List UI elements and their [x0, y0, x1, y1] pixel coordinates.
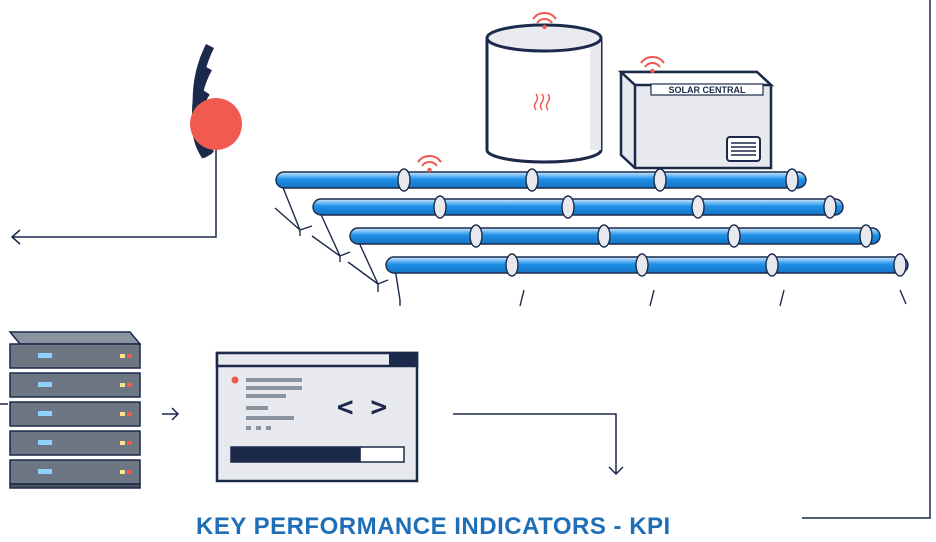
solar-central-label: SOLAR CENTRAL	[669, 85, 746, 95]
signal-connector-arrow	[10, 150, 217, 245]
solar-panel-array-icon	[274, 155, 909, 307]
code-symbol: < >	[337, 390, 388, 423]
window-to-kpi-arrow	[453, 413, 624, 476]
server-to-window-arrow	[162, 407, 180, 421]
kpi-connector-line	[802, 0, 931, 519]
storage-tank-icon	[485, 12, 603, 164]
wireless-signal-icon	[190, 43, 242, 159]
progress-fill	[231, 447, 361, 462]
server-rack-icon	[0, 331, 142, 489]
code-window-icon: < >	[215, 351, 419, 483]
kpi-title: KEY PERFORMANCE INDICATORS - KPI	[196, 513, 671, 540]
solar-central-unit-icon: SOLAR CENTRAL	[617, 56, 775, 170]
